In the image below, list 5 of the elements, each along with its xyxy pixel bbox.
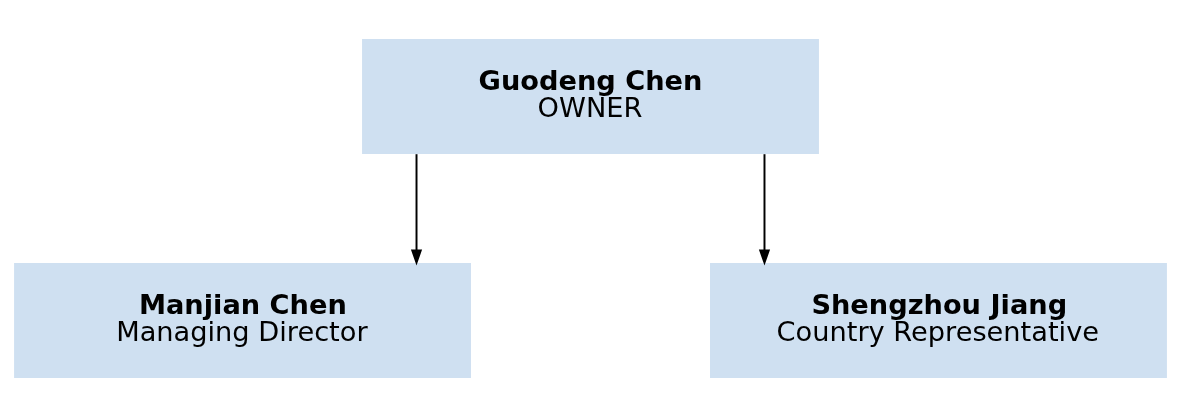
arrow — [758, 153, 771, 266]
node-box: Guodeng Chen OWNER — [362, 39, 819, 155]
arrow — [410, 153, 423, 266]
node-box: Manjian Chen Managing Director — [14, 262, 471, 378]
node-box: Shengzhou Jiang Country Representative — [710, 262, 1167, 378]
